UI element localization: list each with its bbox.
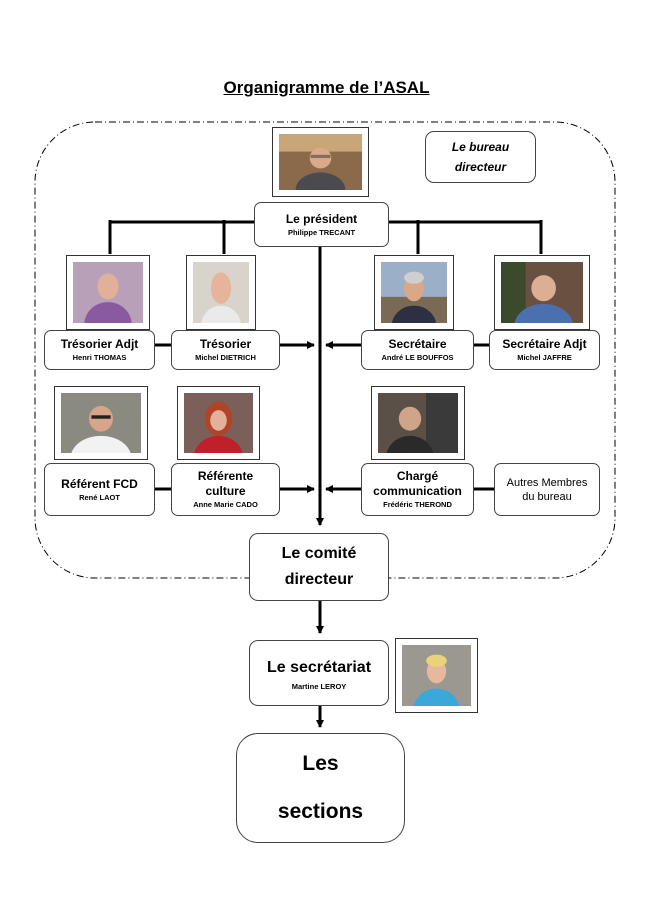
- photo-secretaire: [374, 255, 454, 330]
- secretaire-box: Secrétaire André LE BOUFFOS: [361, 330, 474, 370]
- tresorier-role: Trésorier: [199, 337, 252, 351]
- secretariat-box: Le secrétariat Martine LEROY: [249, 640, 389, 706]
- photo-tresorier: [186, 255, 256, 330]
- sections-text: Les sections: [277, 752, 364, 823]
- secretaire-name: André LE BOUFFOS: [381, 353, 454, 362]
- charge-communication-box: Chargé communication Frédéric THEROND: [361, 463, 474, 516]
- comite-directeur-text: Le comité directeur: [281, 545, 357, 588]
- referent-fcd-role: Référent FCD: [61, 476, 138, 491]
- secretaire-role: Secrétaire: [388, 337, 447, 351]
- photo-secretariat: [395, 638, 478, 713]
- secretaire-adjt-role: Secrétaire Adjt: [502, 337, 587, 351]
- secretariat-role: Le secrétariat: [266, 658, 372, 676]
- bureau-directeur-label: Le bureau directeur: [425, 131, 536, 183]
- referent-fcd-box: Référent FCD René LAOT: [44, 463, 155, 516]
- sections-box: Les sections: [236, 733, 405, 843]
- referente-culture-name: Anne Marie CADO: [193, 500, 258, 509]
- tresorier-box: Trésorier Michel DIETRICH: [171, 330, 280, 370]
- referente-culture-box: Référente culture Anne Marie CADO: [171, 463, 280, 516]
- photo-charge-communication: [371, 386, 465, 460]
- secretaire-adjt-box: Secrétaire Adjt Michel JAFFRE: [489, 330, 600, 370]
- autres-membres-box: Autres Membres du bureau: [494, 463, 600, 516]
- president-box: Le président Philippe TRECANT: [254, 202, 389, 247]
- comite-directeur-box: Le comité directeur: [249, 533, 389, 601]
- photo-referente-culture: [177, 386, 260, 460]
- bureau-directeur-text: Le bureau directeur: [451, 140, 510, 174]
- photo-president: [272, 127, 369, 197]
- secretariat-name: Martine LEROY: [291, 681, 347, 691]
- charge-communication-role: Chargé communication: [373, 469, 462, 498]
- tresorier-name: Michel DIETRICH: [195, 353, 256, 362]
- photo-secretaire-adjt: [494, 255, 590, 330]
- autres-membres-text: Autres Membres du bureau: [506, 476, 588, 503]
- charge-communication-name: Frédéric THEROND: [383, 500, 452, 509]
- referent-fcd-name: René LAOT: [79, 492, 120, 502]
- tresorier-adjt-name: Henri THOMAS: [72, 353, 127, 362]
- secretaire-adjt-name: Michel JAFFRE: [517, 353, 572, 362]
- referente-culture-role: Référente culture: [197, 469, 254, 498]
- tresorier-adjt-box: Trésorier Adjt Henri THOMAS: [44, 330, 155, 370]
- president-name: Philippe TRECANT: [287, 227, 356, 237]
- photo-tresorier-adjt: [66, 255, 150, 330]
- photo-referent-fcd: [54, 386, 148, 460]
- president-role: Le président: [285, 211, 358, 226]
- page-title: Organigramme de l’ASAL: [223, 78, 430, 97]
- tresorier-adjt-role: Trésorier Adjt: [60, 337, 139, 351]
